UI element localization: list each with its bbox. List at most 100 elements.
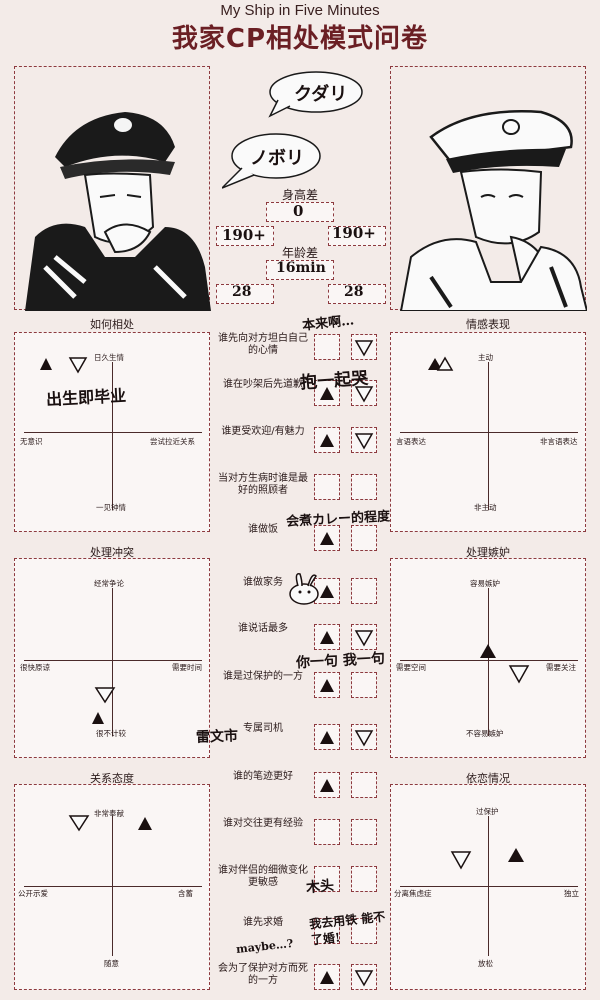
chart-conflict-right: 需要时间	[172, 663, 202, 672]
chart-getalong-h-axis	[24, 432, 202, 434]
chart-emotion-bottom: 非主动	[474, 503, 497, 512]
answer-box-left[interactable]	[314, 724, 340, 750]
right-age-box	[328, 284, 386, 304]
chart-attitude-top: 非常奉献	[94, 809, 124, 818]
chart-emotion-top: 主动	[478, 353, 493, 362]
note-q0: 本来啊…	[301, 313, 355, 334]
chart-emotion-left: 言语表达	[396, 437, 426, 446]
answer-box-right[interactable]	[351, 964, 377, 990]
question-text: 谁先向对方坦白自己的心情	[218, 333, 308, 356]
height-diff-box	[266, 202, 334, 222]
name-left: ノボリ	[250, 148, 304, 169]
chart-attitude-left: 公开示爱	[18, 889, 48, 898]
triangle-down-icon	[354, 433, 374, 450]
chart-attitude-right: 含蓄	[178, 889, 193, 898]
chart-jealousy-v-axis	[488, 588, 490, 736]
left-portrait-frame	[14, 66, 211, 311]
question-text: 谁对伴侣的细微变化更敏感	[218, 865, 308, 888]
note-q12: 我去用铁 能不了婚!	[308, 909, 386, 948]
left-character-illustration	[25, 112, 211, 311]
question-text: 谁更受欢迎/有魅力	[221, 426, 305, 437]
question-text: 谁做家务	[243, 577, 283, 588]
triangle-up-icon	[320, 532, 334, 545]
chart-jealousy-h-axis	[400, 660, 578, 662]
chart-getalong-markers	[40, 357, 88, 374]
height-diff-value: 0	[293, 202, 304, 220]
speech-bubble-left	[221, 130, 322, 190]
answer-box-left[interactable]	[314, 624, 340, 650]
answer-box-right[interactable]	[351, 427, 377, 453]
triangle-up-icon	[320, 585, 334, 598]
rabbit-doodle-icon	[289, 573, 319, 605]
triangle-down-icon	[354, 340, 374, 357]
chart-conflict-top: 经常争论	[94, 579, 124, 588]
triangle-up-icon	[320, 631, 334, 644]
note-q8: 雷文市	[195, 728, 239, 746]
answer-box-left[interactable]	[314, 866, 340, 892]
note-q11: 木头	[305, 877, 335, 897]
question-text: 谁做饭	[248, 524, 278, 535]
right-character-illustration	[399, 110, 589, 312]
chart-attitude-markers	[68, 815, 152, 832]
chart-conflict-bottom: 很不计较	[96, 729, 126, 738]
answer-box-left[interactable]	[314, 380, 340, 406]
answer-box-right[interactable]	[351, 525, 377, 551]
answer-box-left[interactable]	[314, 672, 340, 698]
answer-box-left[interactable]	[314, 918, 340, 944]
title-chinese: 我家CP相处模式问卷	[171, 24, 429, 54]
chart-conflict-title: 处理冲突	[90, 546, 134, 559]
question-text: 专属司机	[243, 723, 283, 734]
answer-box-right[interactable]	[351, 624, 377, 650]
answer-box-right[interactable]	[351, 578, 377, 604]
right-height-box	[328, 226, 386, 246]
answer-box-left[interactable]	[314, 819, 340, 845]
age-diff-value: 16min	[276, 260, 326, 276]
question-text: 谁说话最多	[238, 623, 288, 634]
chart-emotion-v-axis	[488, 362, 490, 510]
chart-jealousy-bottom: 不容易嫉妒	[466, 729, 504, 738]
answer-box-right[interactable]	[351, 474, 377, 500]
chart-getalong-bottom: 一见钟情	[96, 503, 126, 512]
age-diff-box	[266, 260, 334, 280]
answer-box-right[interactable]	[351, 866, 377, 892]
chart-emotion-markers	[428, 356, 454, 371]
age-diff-label: 年龄差	[281, 246, 318, 260]
chart-emotion-title: 情感表现	[466, 318, 510, 331]
answer-box-left[interactable]	[314, 772, 340, 798]
answer-box-right[interactable]	[351, 918, 377, 944]
answer-box-left[interactable]	[314, 427, 340, 453]
answer-box-right[interactable]	[351, 380, 377, 406]
answer-box-right[interactable]	[351, 334, 377, 360]
answer-box-right[interactable]	[351, 724, 377, 750]
question-text: 谁先求婚	[243, 917, 283, 928]
answer-box-left[interactable]	[314, 964, 340, 990]
triangle-down-icon	[354, 970, 374, 987]
chart-emotion-right: 非言语表达	[540, 437, 578, 446]
chart-dependence-top: 过保护	[476, 807, 499, 816]
triangle-up-icon	[320, 387, 334, 400]
answer-box-left[interactable]	[314, 578, 340, 604]
left-age-value: 28	[232, 284, 252, 300]
chart-getalong-right: 尝试拉近关系	[150, 437, 195, 446]
answer-box-left[interactable]	[314, 334, 340, 360]
chart-dependence-right: 独立	[564, 889, 579, 898]
triangle-down-icon	[354, 386, 374, 403]
answer-box-right[interactable]	[351, 819, 377, 845]
chart-conflict-v-axis	[112, 588, 114, 736]
chart-dependence-bottom: 放松	[478, 959, 493, 968]
triangle-up-icon	[320, 971, 334, 984]
answer-box-right[interactable]	[351, 772, 377, 798]
left-age-box	[216, 284, 274, 304]
note-q1: 抱一起哭	[299, 368, 369, 394]
chart-getalong-title: 如何相处	[90, 318, 134, 331]
answer-box-left[interactable]	[314, 525, 340, 551]
answer-box-right[interactable]	[351, 672, 377, 698]
note-q6: 你一句 我一句	[295, 650, 386, 672]
chart-jealousy-markers	[480, 644, 530, 684]
chart-getalong-top: 日久生情	[94, 353, 124, 362]
chart-dependence-markers	[450, 848, 524, 870]
question-text: 谁对交往更有经验	[223, 818, 303, 829]
triangle-up-icon	[320, 779, 334, 792]
answer-box-left[interactable]	[314, 474, 340, 500]
question-text: 谁在吵架后先道歉	[223, 379, 303, 390]
